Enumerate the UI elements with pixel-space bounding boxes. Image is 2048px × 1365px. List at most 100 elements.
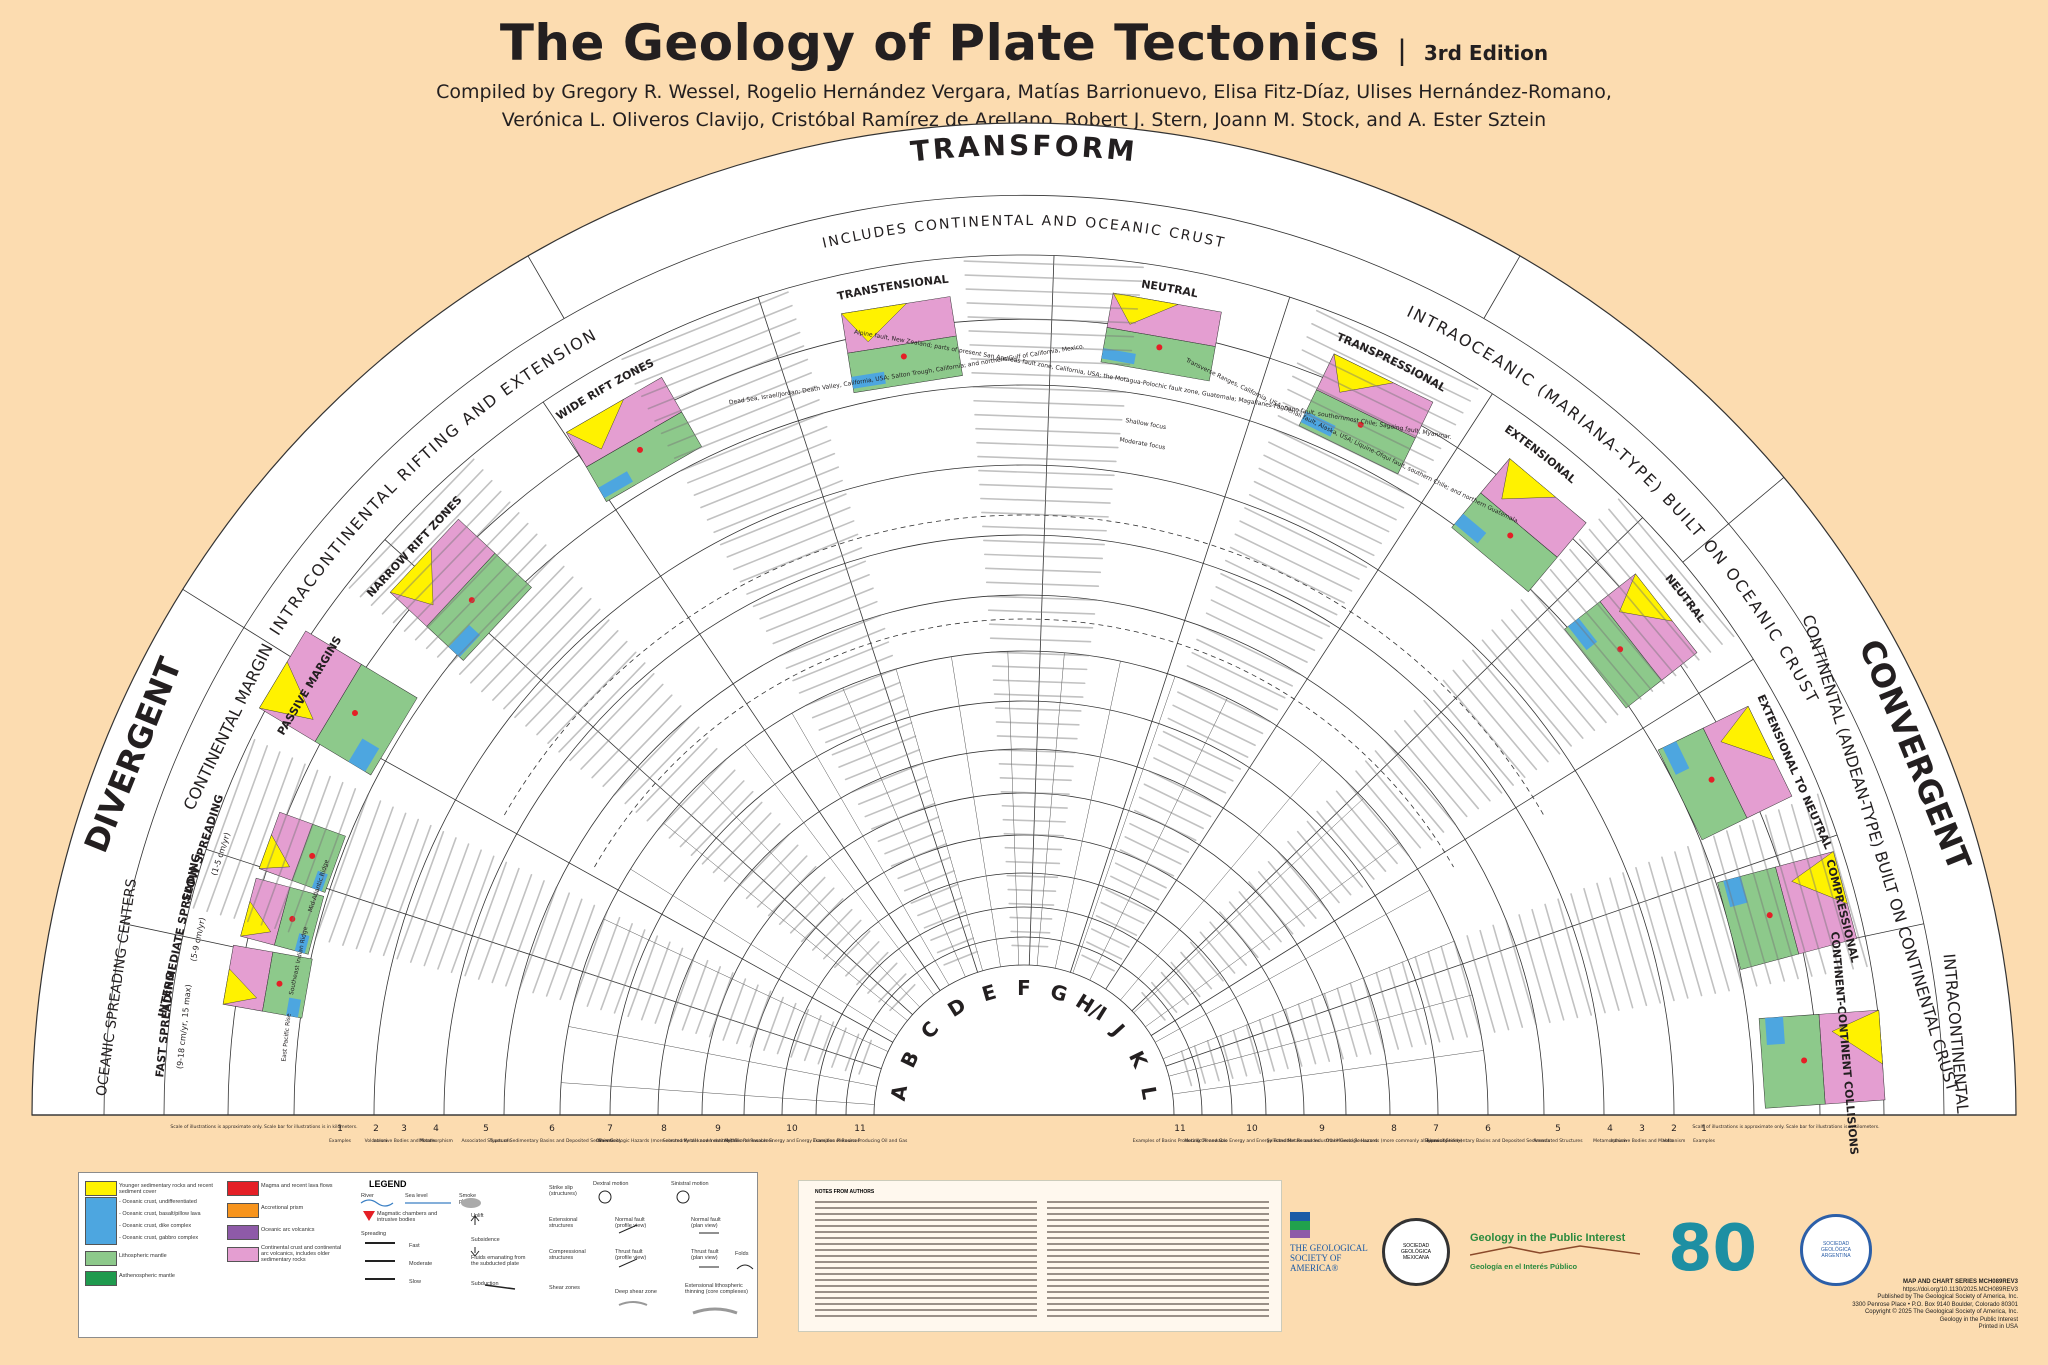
text-line <box>733 520 855 571</box>
text-line <box>1167 717 1249 758</box>
legend: LEGEND Younger sedimentary rocks and rec… <box>78 1172 758 1338</box>
text-line <box>505 880 545 987</box>
legend-sym-spreading: Spreading <box>361 1231 387 1237</box>
block-magma <box>351 710 358 717</box>
text-line <box>1119 849 1175 877</box>
sector-line <box>1028 255 1055 966</box>
text-line <box>600 923 633 1011</box>
text-line <box>1296 362 1449 438</box>
left-col-number-4: 4 <box>433 1124 439 1134</box>
column-line <box>1054 661 1121 969</box>
block-layer-sediment <box>1112 292 1179 325</box>
text-line <box>1160 971 1189 1006</box>
text-line <box>1471 649 1561 755</box>
sector-line <box>757 296 979 973</box>
ring-line <box>559 650 1489 1116</box>
text-line <box>668 953 696 1028</box>
text-line <box>986 595 1098 601</box>
page-title: The Geology of Plate Tectonics <box>499 14 1381 72</box>
text-line <box>1162 730 1242 770</box>
text-line <box>1501 619 1596 732</box>
right-col-number-4: 4 <box>1607 1124 1613 1134</box>
text-line <box>1282 401 1427 473</box>
text-line <box>602 705 682 788</box>
edition-label: 3rd Edition <box>1423 41 1549 65</box>
legend-swatch-arc <box>227 1225 259 1240</box>
block-ext-neutral <box>1657 705 1793 841</box>
text-line <box>681 959 709 1031</box>
text-line <box>569 672 655 762</box>
gpi-mountain-icon <box>1469 1245 1641 1256</box>
text-line <box>878 973 907 1003</box>
text-line <box>470 576 574 684</box>
text-line <box>917 896 963 917</box>
title-separator: | <box>1398 34 1406 67</box>
block-magma <box>1708 776 1715 783</box>
text-line <box>1005 860 1061 865</box>
column-line <box>1133 798 1364 1013</box>
text-line <box>1003 832 1065 837</box>
left-col-label-4: Metamorphism <box>419 1138 453 1144</box>
left-col-number-1: 1 <box>337 1124 343 1134</box>
text-line <box>1177 691 1264 735</box>
text-line <box>889 983 916 1012</box>
text-line <box>1442 679 1526 779</box>
text-line <box>981 511 1109 518</box>
sector-line <box>1165 834 1838 1067</box>
text-line <box>1100 901 1145 925</box>
text-line <box>976 441 1119 449</box>
text-line <box>693 439 832 496</box>
block-layer-sediment <box>565 398 624 450</box>
band-divider <box>1682 477 1785 563</box>
legend-struct-shear: Shear zones <box>549 1285 580 1291</box>
legend-title: LEGEND <box>369 1179 407 1189</box>
legend-sym-subsidence: Subsidence <box>471 1237 500 1243</box>
authors-line-1: Compiled by Gregory R. Wessel, Rogelio H… <box>436 81 1612 103</box>
right-col-number-3: 3 <box>1639 1124 1645 1134</box>
text-line <box>790 1008 810 1058</box>
text-line <box>558 662 646 753</box>
block-narrow-rift <box>389 518 532 661</box>
text-line <box>805 668 897 707</box>
text-line <box>1570 893 1606 1014</box>
legend-swatch-ocean <box>85 1197 117 1245</box>
legend-sym-river: River <box>361 1193 374 1199</box>
column-line <box>630 868 897 1036</box>
column-line <box>1155 889 1430 1043</box>
text-line <box>635 737 709 813</box>
legend-swatch-lith <box>85 1251 117 1266</box>
text-line <box>1520 599 1619 716</box>
text-line <box>963 260 1144 269</box>
gpi-line-1: Geology in the Public Interest <box>1470 1232 1626 1244</box>
text-line <box>1335 790 1398 865</box>
right-col-label-4: Metamorphism <box>1593 1138 1627 1144</box>
legend-swatch-cont <box>227 1247 259 1262</box>
text-line <box>1764 814 1813 977</box>
left-col-label-8: Other Geologic Hazards (more commonly al… <box>596 1138 733 1144</box>
text-line <box>591 694 673 779</box>
legend-label-ocean-dike: - Oceanic crust, dike complex <box>119 1223 192 1229</box>
text-line <box>1479 929 1510 1031</box>
block-layer-ocean <box>286 997 302 1018</box>
text-line <box>726 506 851 558</box>
text-line <box>1531 908 1565 1021</box>
text-line <box>1549 568 1654 692</box>
text-line <box>971 372 1129 380</box>
imprint-doi[interactable]: https://doi.org/10.1130/2025.MCH089REV3 <box>1902 1286 2018 1293</box>
text-line <box>857 775 928 806</box>
text-line <box>1316 810 1375 880</box>
text-line <box>1215 586 1323 640</box>
center-letter-E: E <box>979 980 999 1007</box>
legend-swatch-prism <box>227 1203 259 1218</box>
text-line <box>1530 589 1630 708</box>
text-line <box>328 800 382 943</box>
text-line <box>436 544 547 658</box>
block-layer-sediment <box>258 834 290 869</box>
band-divider <box>1483 255 1521 319</box>
text-line <box>1229 546 1345 604</box>
text-line <box>1143 783 1212 818</box>
text-line <box>518 886 558 991</box>
right-col-number-2: 2 <box>1671 1124 1677 1134</box>
text-line <box>1315 309 1479 390</box>
center-letter-A: A <box>886 1083 912 1103</box>
